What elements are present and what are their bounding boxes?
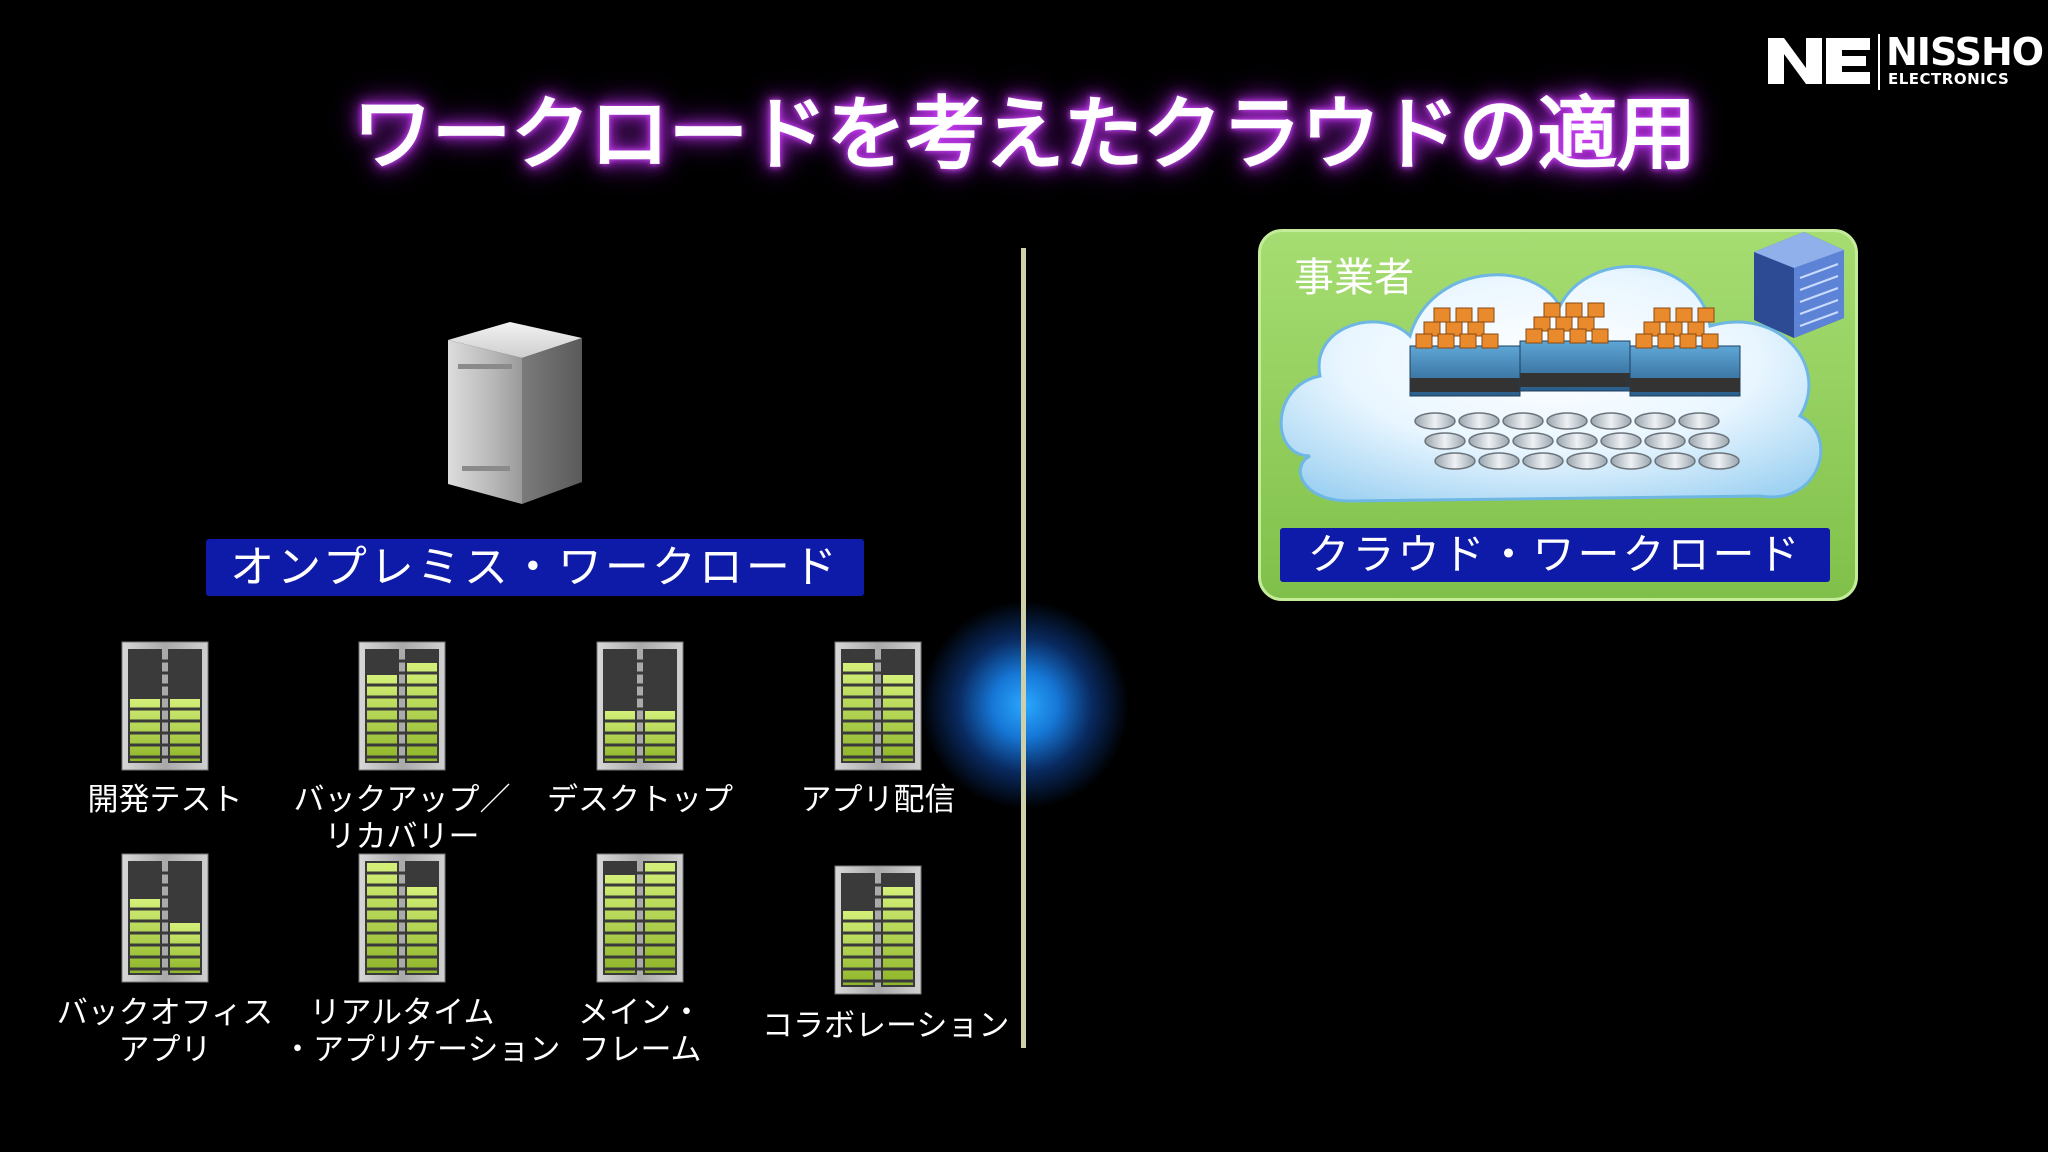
rack-icon bbox=[596, 853, 684, 983]
workload-mainframe: メイン・フレーム bbox=[578, 995, 702, 1068]
workload-app-delivery: アプリ配信 bbox=[800, 782, 956, 818]
server-tower-icon bbox=[448, 322, 582, 504]
cloud-icon bbox=[1279, 265, 1823, 503]
rack-icon bbox=[834, 865, 922, 995]
workload-desktop: デスクトップ bbox=[547, 782, 733, 818]
vertical-divider bbox=[1021, 248, 1026, 1048]
logo-separator bbox=[1878, 34, 1880, 90]
rack-icon bbox=[121, 641, 209, 771]
logo-name: NISSHO bbox=[1886, 30, 2044, 74]
building-icon bbox=[1754, 232, 1844, 338]
workload-realtime-app: リアルタイム・アプリケーション bbox=[282, 995, 561, 1068]
rack-icon bbox=[358, 641, 446, 771]
workload-backup-recovery: バックアップ／リカバリー bbox=[293, 782, 511, 855]
onprem-workload-label: オンプレミス・ワークロード bbox=[206, 539, 864, 596]
workload-collaboration: コラボレーション bbox=[762, 1008, 1010, 1044]
ne-logo-icon bbox=[1768, 38, 1870, 84]
rack-icon bbox=[358, 853, 446, 983]
rack-icon bbox=[834, 641, 922, 771]
slide-title: ワークロードを考えたクラウドの適用 bbox=[352, 88, 1697, 181]
logo-subtitle: ELECTRONICS bbox=[1888, 70, 2010, 88]
workload-dev-test: 開発テスト bbox=[87, 782, 243, 818]
provider-label: 事業者 bbox=[1294, 255, 1414, 301]
storage-disk-icon bbox=[1414, 412, 1740, 470]
nissho-logo: NISSHO ELECTRONICS bbox=[1766, 30, 2044, 92]
server-cluster-icon bbox=[1409, 302, 1741, 397]
rack-icon bbox=[121, 853, 209, 983]
rack-icon bbox=[596, 641, 684, 771]
workload-back-office: バックオフィスアプリ bbox=[56, 995, 274, 1068]
cloud-workload-label: クラウド・ワークロード bbox=[1280, 528, 1830, 582]
